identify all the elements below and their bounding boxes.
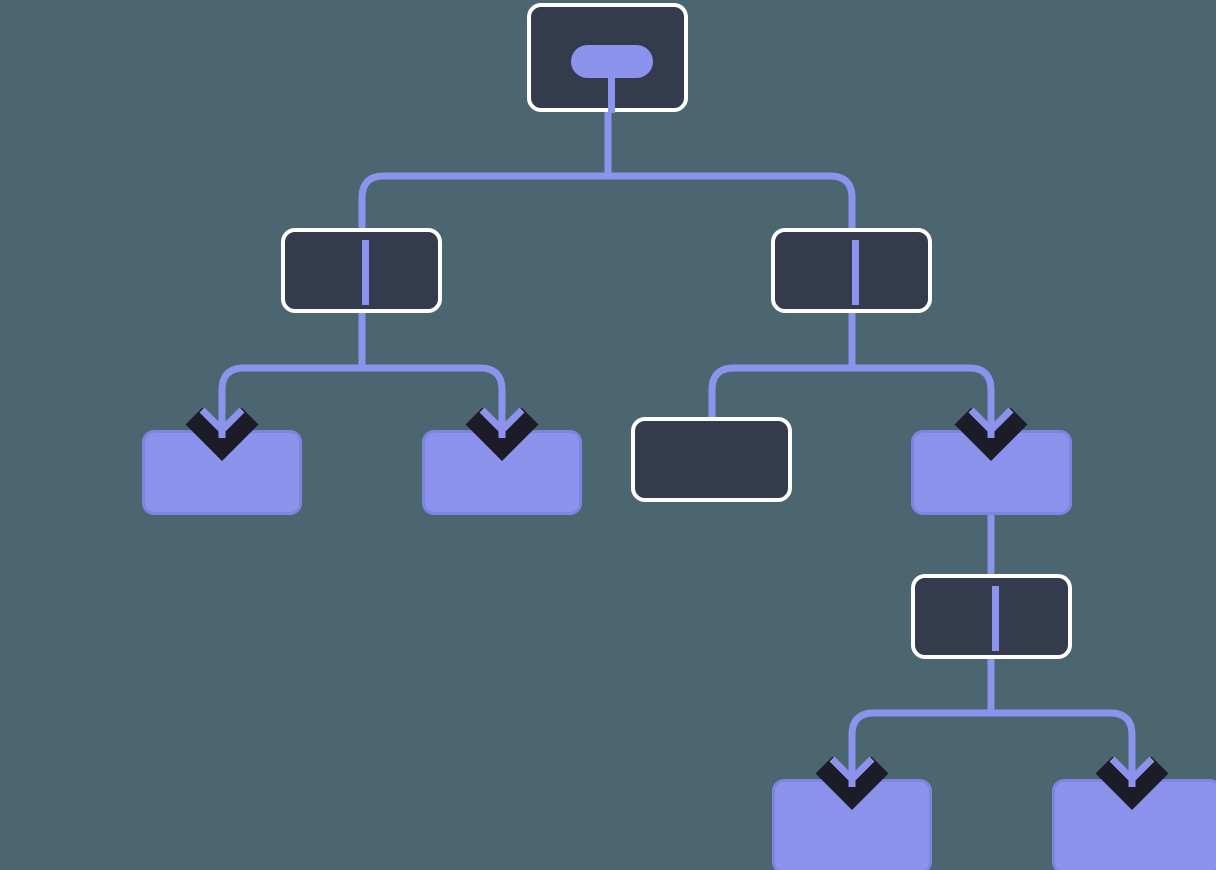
node-l2-left[interactable] — [281, 228, 442, 313]
arrowhead-accent-l5-b — [1109, 756, 1155, 784]
edge-root-to-l2-right — [604, 112, 856, 228]
caret-bar-icon — [362, 240, 369, 305]
edge-l2-right-to-l3-d — [848, 313, 995, 432]
caret-bar-icon — [852, 240, 859, 305]
node-l3-d[interactable] — [911, 430, 1072, 515]
arrowhead-accent-l5-a — [829, 756, 875, 784]
node-l3-c[interactable] — [631, 417, 792, 502]
edge-l4-a-to-l5-b — [987, 659, 1136, 781]
node-l4-a[interactable] — [911, 574, 1072, 659]
node-l5-a[interactable] — [772, 779, 932, 870]
edge-l2-right-to-l3-c — [708, 313, 856, 417]
node-l3-b[interactable] — [422, 430, 582, 515]
caret-bar-icon — [992, 586, 999, 651]
arrowhead-accent-l3-b — [479, 407, 525, 435]
edge-root-to-l2-left — [358, 112, 612, 228]
edge-l4-a-to-l5-a — [848, 659, 995, 781]
arrowhead-accent-l3-d — [968, 407, 1014, 435]
node-l5-b[interactable] — [1052, 779, 1216, 870]
node-l2-right[interactable] — [771, 228, 932, 313]
edge-l2-left-to-l3-a — [218, 313, 366, 432]
edge-l2-left-to-l3-b — [358, 313, 506, 432]
arrowhead-accent-l3-a — [199, 407, 245, 435]
node-root[interactable] — [527, 3, 688, 113]
pill-stem-icon — [608, 73, 615, 113]
pill-icon — [571, 45, 653, 78]
node-l3-a[interactable] — [142, 430, 302, 515]
